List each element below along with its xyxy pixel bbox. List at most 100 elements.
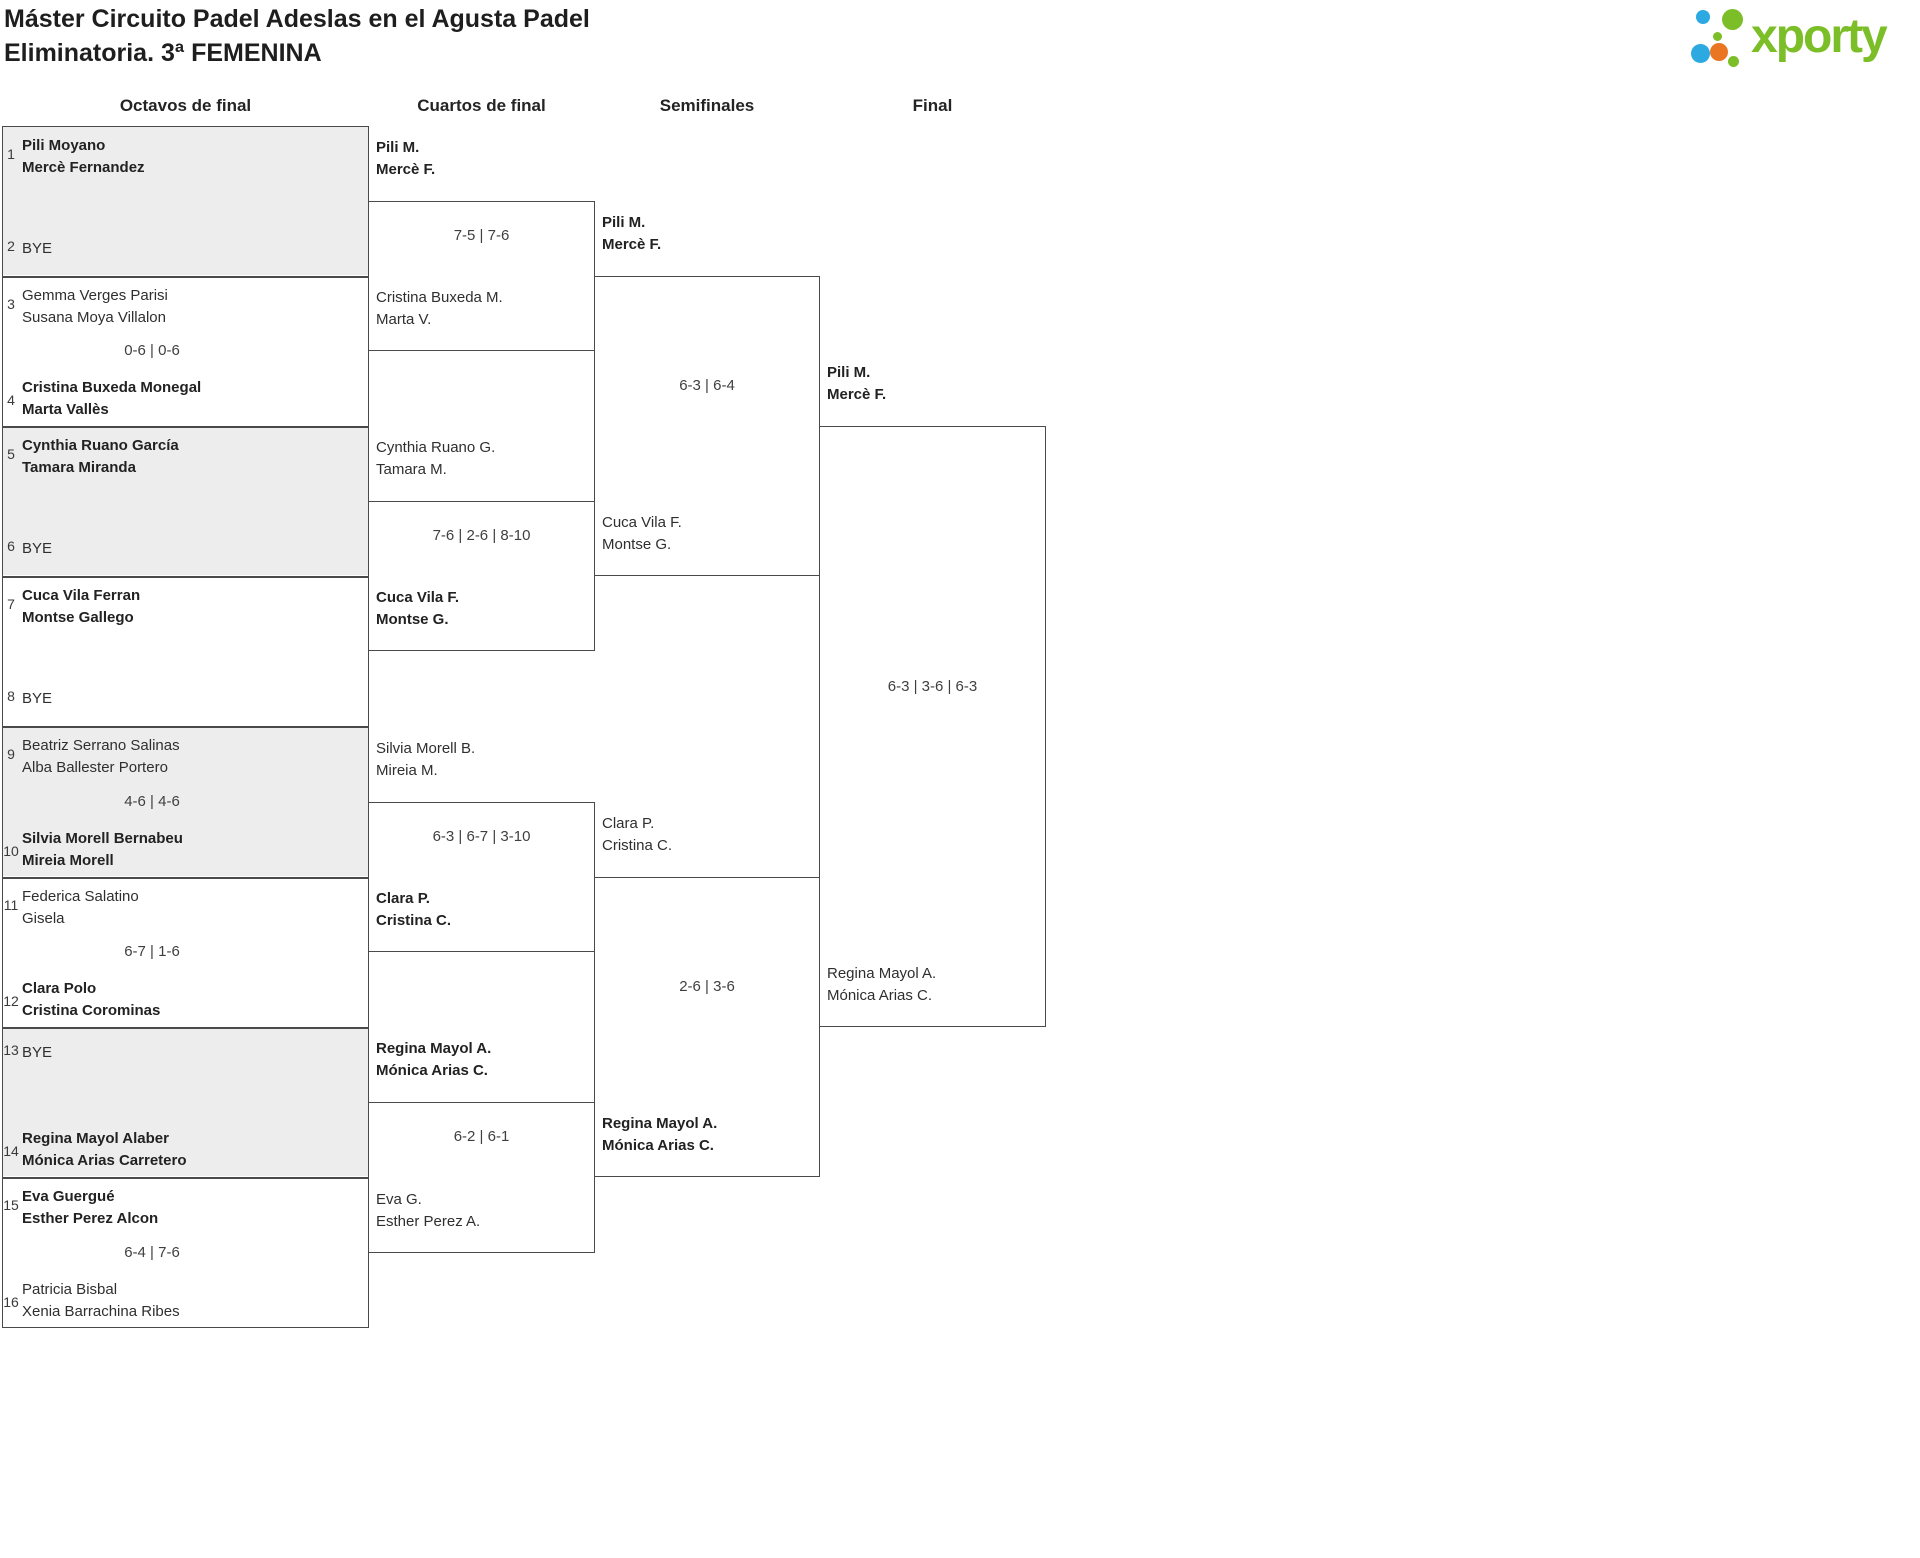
seed-number: 3 bbox=[7, 296, 15, 312]
match-score: 6-2 | 6-1 bbox=[453, 1128, 510, 1146]
team-label: Cuca Vila F. Montse G. bbox=[376, 587, 459, 631]
team-name-line: Marta V. bbox=[376, 311, 432, 328]
match-box bbox=[819, 426, 1046, 1027]
team-label: Pili M.Mercè F. bbox=[376, 137, 435, 181]
xporty-logo[interactable]: xporty bbox=[1688, 2, 1914, 74]
team-name-line: Cuca Vila Ferran bbox=[22, 587, 141, 604]
team-name-line: Regina Mayol A. bbox=[827, 965, 937, 982]
team-name-line: BYE bbox=[22, 690, 53, 707]
round-header-final: Final bbox=[912, 96, 953, 115]
team-name-line: Clara Polo bbox=[22, 980, 97, 997]
team-name-line: Tamara Miranda bbox=[22, 459, 136, 476]
team-label: BYE bbox=[22, 238, 52, 260]
match-score: 6-3 | 3-6 | 6-3 bbox=[887, 677, 978, 695]
logo-dot-green-tiny bbox=[1713, 32, 1722, 41]
team-name-line: BYE bbox=[22, 240, 53, 257]
team-name-line: Silvia Morell Bernabeu bbox=[22, 830, 183, 847]
logo-dot-blue-large bbox=[1691, 44, 1710, 63]
team-name-line: Cynthia Ruano García bbox=[22, 437, 179, 454]
team-name-line: Cristina Corominas bbox=[22, 1002, 161, 1019]
team-label: Regina Mayol A.Mónica Arias C. bbox=[602, 1113, 717, 1157]
tournament-title: Máster Circuito Padel Adeslas en el Agus… bbox=[4, 5, 590, 33]
team-name-line: Cuca Vila F. bbox=[376, 589, 460, 606]
team-name-line: BYE bbox=[22, 540, 53, 557]
logo-dot-green-small bbox=[1728, 56, 1739, 67]
team-name-line: Pili Moyano bbox=[22, 137, 106, 154]
team-name-line: BYE bbox=[22, 1044, 53, 1061]
team-label: Cristina Buxeda M. Marta V. bbox=[376, 287, 503, 331]
match-score: 6-7 | 1-6 bbox=[124, 943, 180, 960]
team-name-line: Esther Perez A. bbox=[376, 1212, 481, 1230]
team-name-line: Cuca Vila F. bbox=[602, 514, 682, 531]
team-name-line: Mónica Arias Carretero bbox=[22, 1152, 187, 1169]
match-divider-line bbox=[2, 877, 369, 879]
team-name-line: Pili M. bbox=[602, 214, 646, 231]
team-label: Clara P.Cristina C. bbox=[602, 813, 672, 857]
logo-wordmark: xporty bbox=[1751, 10, 1888, 63]
seed-number: 1 bbox=[7, 146, 15, 162]
team-name-line: Eva G. bbox=[376, 1190, 422, 1208]
logo-dot-orange bbox=[1710, 43, 1728, 61]
seed-number: 9 bbox=[7, 746, 15, 762]
team-name-line: Mercè F. bbox=[602, 236, 662, 253]
match-divider-line bbox=[2, 276, 369, 278]
seed-number: 8 bbox=[7, 688, 15, 704]
team-name-line: Gisela bbox=[22, 910, 65, 927]
team-name-line: Gemma Verges Parisi bbox=[22, 287, 168, 304]
team-name-line: Regina Mayol A. bbox=[376, 1040, 492, 1057]
logo-dot-green-large bbox=[1722, 9, 1743, 30]
seed-number: 6 bbox=[7, 538, 15, 554]
team-name-line: Montse G. bbox=[376, 611, 449, 628]
team-name-line: Beatriz Serrano Salinas bbox=[22, 737, 180, 754]
seed-number: 11 bbox=[3, 897, 19, 913]
team-name-line: Mireia Morell bbox=[22, 852, 114, 869]
team-label: Pili M.Mercè F. bbox=[827, 362, 886, 406]
team-label: Cynthia Ruano G.Tamara M. bbox=[376, 437, 495, 481]
team-name-line: Mónica Arias C. bbox=[376, 1062, 488, 1079]
octavos-frame bbox=[2, 126, 369, 1328]
match-shading bbox=[3, 1028, 368, 1176]
team-name-line: Regina Mayol Alaber bbox=[22, 1130, 169, 1147]
match-shading bbox=[3, 727, 368, 876]
team-label: Silvia Morell B.Mireia M. bbox=[376, 738, 475, 782]
match-divider-line bbox=[2, 726, 369, 728]
seed-number: 14 bbox=[3, 1143, 19, 1159]
team-name-line: Cristina C. bbox=[602, 836, 673, 854]
team-label: BYE bbox=[22, 538, 52, 560]
team-label: BYE bbox=[22, 1042, 52, 1064]
team-label: Cuca Vila F. Montse G. bbox=[602, 512, 682, 556]
team-name-line: Cristina Buxeda Monegal bbox=[22, 379, 202, 396]
seed-number: 2 bbox=[7, 238, 15, 254]
match-shading bbox=[3, 427, 368, 575]
team-name-line: Mónica Arias C. bbox=[602, 1137, 714, 1155]
team-name-line: Esther Perez Alcon bbox=[22, 1210, 159, 1227]
team-name-line: Montse G. bbox=[602, 536, 672, 553]
team-name-line: Eva Guergué bbox=[22, 1188, 115, 1205]
match-divider-line bbox=[2, 576, 369, 578]
category-subtitle: Eliminatoria. 3ª FEMENINA bbox=[4, 39, 322, 67]
match-divider-line bbox=[2, 426, 369, 428]
seed-number: 10 bbox=[3, 843, 19, 859]
team-name-line: Marta Vallès bbox=[22, 401, 109, 418]
team-name-line: Mireia M. bbox=[376, 761, 438, 779]
team-name-line: Mercè Fernandez bbox=[22, 159, 145, 176]
seed-number: 13 bbox=[3, 1042, 19, 1058]
match-score: 6-3 | 6-4 bbox=[679, 377, 735, 394]
match-score: 6-4 | 7-6 bbox=[124, 1243, 180, 1261]
seed-number: 7 bbox=[7, 596, 15, 612]
match-score: 2-6 | 3-6 bbox=[679, 978, 735, 995]
team-name-line: Cristina Buxeda M. bbox=[376, 289, 503, 306]
match-score: 0-6 | 0-6 bbox=[124, 342, 180, 359]
match-box bbox=[594, 876, 820, 1178]
team-label: Regina Mayol A.Mónica Arias C. bbox=[827, 963, 936, 1007]
